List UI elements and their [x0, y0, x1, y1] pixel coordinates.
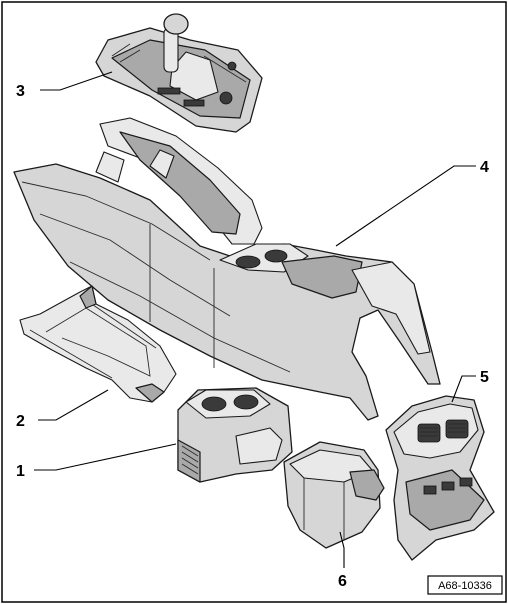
bracket: [19, 285, 177, 403]
storage-bin: [283, 441, 385, 549]
center-console: [13, 117, 441, 421]
callout-1: 1: [16, 463, 25, 480]
leader-lines: [34, 71, 476, 568]
callout-5: 5: [480, 369, 489, 386]
rear-vent-panel: [385, 395, 495, 561]
gear-selector-trim-panel: [95, 13, 263, 133]
leader-2: [38, 389, 109, 421]
leader-1: [34, 443, 177, 471]
callout-3: 3: [16, 83, 25, 100]
callout-6: 6: [338, 573, 347, 590]
callout-4: 4: [480, 159, 489, 176]
leader-5: [451, 375, 476, 403]
leader-3: [40, 71, 113, 91]
reference-code-box: A68-10336: [427, 575, 503, 595]
callout-2: 2: [16, 413, 25, 430]
cup-holder-insert: [177, 387, 293, 483]
leader-4: [335, 165, 476, 247]
leader-6: [339, 531, 345, 568]
reference-code: A68-10336: [438, 580, 492, 592]
